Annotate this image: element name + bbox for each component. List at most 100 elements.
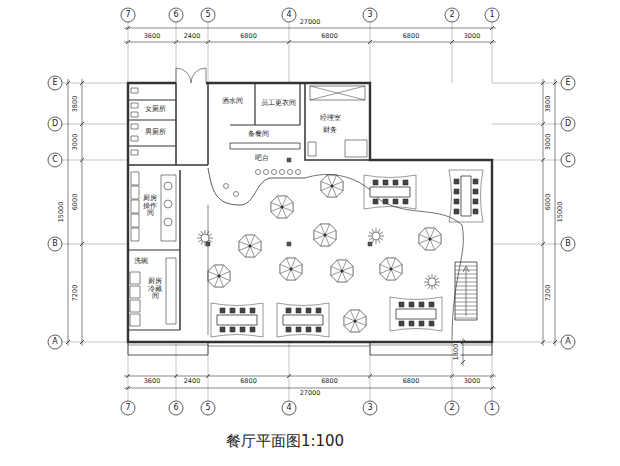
umbrella-rib (239, 246, 250, 251)
dimension: 15000 (58, 202, 65, 223)
umbrella-rib (337, 260, 342, 271)
sink (164, 200, 172, 208)
dimension-tick (490, 40, 494, 44)
dimension: 27000 (300, 390, 321, 397)
chair (473, 179, 478, 184)
kitchen-equipment (131, 214, 139, 227)
inner-wall (128, 99, 176, 100)
inner-wall (128, 164, 208, 166)
axis-number: 3 (367, 404, 372, 413)
umbrella-pole (290, 268, 293, 271)
dimension-line (543, 79, 544, 346)
dimension-line (124, 42, 496, 43)
balcony (128, 342, 208, 355)
umbrella-rib (321, 186, 332, 191)
axis-bubble (363, 401, 377, 415)
umbrella-rib (342, 271, 347, 282)
column (287, 242, 291, 246)
dimension-line (68, 79, 69, 346)
umbrella-pole (218, 275, 221, 278)
sink (164, 218, 172, 226)
desk (345, 140, 367, 157)
umbrella-table (344, 310, 366, 332)
plant (201, 234, 209, 242)
chair (473, 199, 478, 204)
dimension-tick (287, 40, 291, 44)
umbrella-rib (277, 196, 282, 207)
dimension-tick (553, 81, 557, 85)
chair (373, 180, 378, 185)
axis-bubble (282, 401, 296, 415)
stairs (455, 262, 477, 320)
grid-line (289, 342, 290, 401)
umbrella-rib (331, 271, 342, 276)
axis-bubble (201, 401, 215, 415)
umbrella-rib (342, 266, 353, 271)
umbrella-pole (354, 320, 357, 323)
axis-bubble (445, 8, 459, 22)
dimension: 6800 (321, 378, 338, 385)
plant (372, 232, 380, 240)
cabinet (310, 86, 365, 100)
axis-bubble (561, 76, 575, 90)
umbrella-rib (350, 310, 355, 321)
grid-line (452, 342, 453, 401)
room-name: 员工更衣间 (261, 100, 296, 108)
chair (306, 327, 311, 332)
room-name: 男厕所 (145, 129, 166, 137)
column (287, 158, 291, 162)
grid-line (492, 83, 561, 84)
umbrella-rib (291, 269, 296, 280)
axis-number: 6 (173, 404, 178, 413)
dimension: 3600 (144, 33, 161, 40)
umbrella-rib (391, 264, 402, 269)
inner-wall (207, 83, 209, 165)
stair-arrow (466, 268, 467, 316)
axis-number: 4 (286, 404, 291, 413)
umbrella-rib (214, 265, 219, 276)
umbrella-rib (245, 235, 250, 246)
toilet-fixture (131, 136, 138, 141)
umbrella-rib (380, 269, 391, 274)
axis-number: 5 (205, 11, 210, 20)
dimension: 6800 (240, 33, 257, 40)
umbrella-table (380, 258, 402, 280)
inner-wall (128, 145, 176, 146)
plant (428, 278, 436, 286)
dimension: 3000 (72, 134, 79, 151)
chair (454, 189, 459, 194)
desk (308, 142, 316, 156)
long-table (396, 309, 436, 319)
umbrella-rib (325, 230, 336, 235)
table-canopy (449, 170, 483, 222)
axis-bubble (48, 117, 62, 131)
umbrella-rib (271, 207, 282, 212)
chair (393, 199, 398, 204)
chair (220, 327, 225, 332)
bar-stool (288, 170, 293, 175)
axis-bubble (561, 237, 575, 251)
dimension: 3800 (72, 95, 79, 112)
grid-line (492, 244, 561, 245)
chair (473, 189, 478, 194)
bar-stool (234, 192, 239, 197)
umbrella-rib (391, 269, 396, 280)
umbrella-rib (219, 271, 230, 276)
umbrella-pole (281, 206, 284, 209)
axis-number: 1 (489, 404, 494, 413)
chair (286, 308, 291, 313)
umbrella-rib (250, 241, 261, 246)
table-canopy (390, 297, 442, 331)
chair (419, 321, 424, 326)
dimension-tick (553, 340, 557, 344)
umbrella-table (321, 175, 343, 197)
chair (399, 321, 404, 326)
room-name: 女厕所 (145, 106, 166, 114)
kitchen-equipment (131, 228, 139, 241)
room-name: 洗碗 (134, 258, 148, 266)
umbrella-rib (355, 321, 360, 332)
dimension-tick (541, 242, 545, 246)
axis-bubble (121, 8, 135, 22)
umbrella-rib (250, 246, 255, 257)
chair (220, 308, 225, 313)
